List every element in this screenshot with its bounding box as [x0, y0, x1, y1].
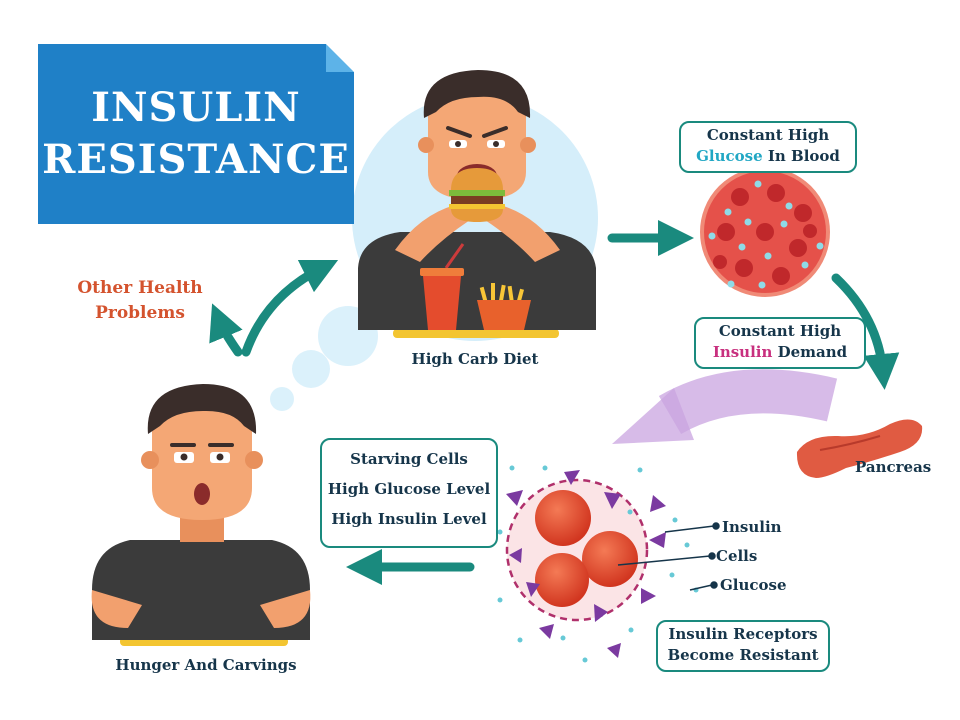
fries-icon — [477, 283, 531, 330]
receptors-resistant-box: Insulin Receptors Become Resistant — [656, 620, 830, 672]
title-card — [38, 44, 354, 224]
title-card-fold — [326, 44, 354, 72]
page-title: INSULIN RESISTANCE — [38, 82, 354, 186]
insulin-demand-line-1: Constant High — [718, 322, 842, 340]
other-health-line-1: Other Health — [77, 278, 203, 298]
flow-arrows — [209, 220, 900, 585]
insulin-demand-box: Constant High Insulin Demand — [694, 317, 866, 369]
glucose-label: Glucose — [720, 576, 787, 594]
cells-label: Cells — [716, 547, 758, 565]
glucose-box-tail: In Blood — [767, 147, 840, 165]
title-line-2: RESISTANCE — [42, 136, 350, 183]
blood-cell-icon — [700, 167, 830, 297]
glucose-box-line-2: Glucose In Blood — [681, 146, 855, 167]
insulin-demand-line-2: Insulin Demand — [696, 342, 864, 363]
other-health-line-2: Problems — [95, 303, 185, 323]
receptors-line-1: Insulin Receptors — [668, 625, 818, 643]
soda-cup-icon — [420, 243, 465, 330]
pancreas-icon — [796, 419, 923, 478]
insulin-demand-tail: Demand — [777, 343, 848, 361]
starving-cells-box: Starving Cells High Glucose Level High I… — [320, 438, 498, 548]
glucose-highlight: Glucose — [696, 147, 763, 165]
insulin-label: Insulin — [722, 518, 782, 536]
insulin-triangle-icon — [506, 470, 666, 658]
high-carb-diet-label: High Carb Diet — [411, 350, 539, 368]
receptors-line-2: Become Resistant — [667, 646, 819, 664]
starving-line-1: Starving Cells — [350, 450, 468, 468]
pancreas-label: Pancreas — [855, 458, 932, 476]
starving-line-3: High Insulin Level — [331, 510, 487, 528]
insulin-flow-arrow — [612, 369, 838, 444]
hunger-label: Hunger And Carvings — [115, 656, 297, 674]
other-health-problems-label: Other Health Problems — [60, 276, 220, 326]
insulin-highlight: Insulin — [712, 343, 773, 361]
burger-icon — [449, 168, 505, 222]
cell-cluster-icon — [505, 478, 649, 622]
glucose-box-line-1: Constant High — [706, 126, 830, 144]
glucose-in-blood-box: Constant High Glucose In Blood — [679, 121, 857, 173]
starving-line-2: High Glucose Level — [327, 480, 491, 498]
cell-label-lines — [617, 522, 720, 591]
title-line-1: INSULIN — [91, 84, 301, 131]
hunger-illustration — [91, 384, 311, 646]
